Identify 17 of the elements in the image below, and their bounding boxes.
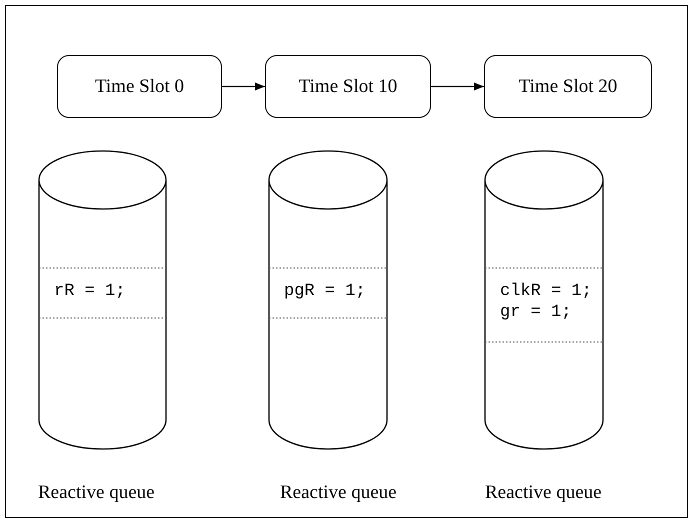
- slot-label: Time Slot 20: [518, 76, 618, 98]
- queue-caption: Reactive queue: [485, 482, 602, 504]
- code-text: clkR = 1; gr = 1;: [500, 281, 593, 323]
- arrow: [431, 82, 484, 90]
- process-box: [57, 55, 222, 118]
- slot-label: Time Slot 10: [298, 76, 398, 98]
- queue-cylinder: [484, 150, 604, 450]
- process-box: [484, 55, 652, 118]
- slot-label: Time Slot 0: [94, 76, 184, 98]
- arrow: [222, 82, 265, 90]
- code-text: rR = 1;: [54, 281, 126, 302]
- queue-caption: Reactive queue: [38, 482, 155, 504]
- code-text: pgR = 1;: [284, 281, 367, 302]
- queue-cylinder: [268, 150, 388, 450]
- queue-caption: Reactive queue: [280, 482, 397, 504]
- queue-cylinder: [38, 150, 167, 450]
- process-box: [265, 55, 431, 118]
